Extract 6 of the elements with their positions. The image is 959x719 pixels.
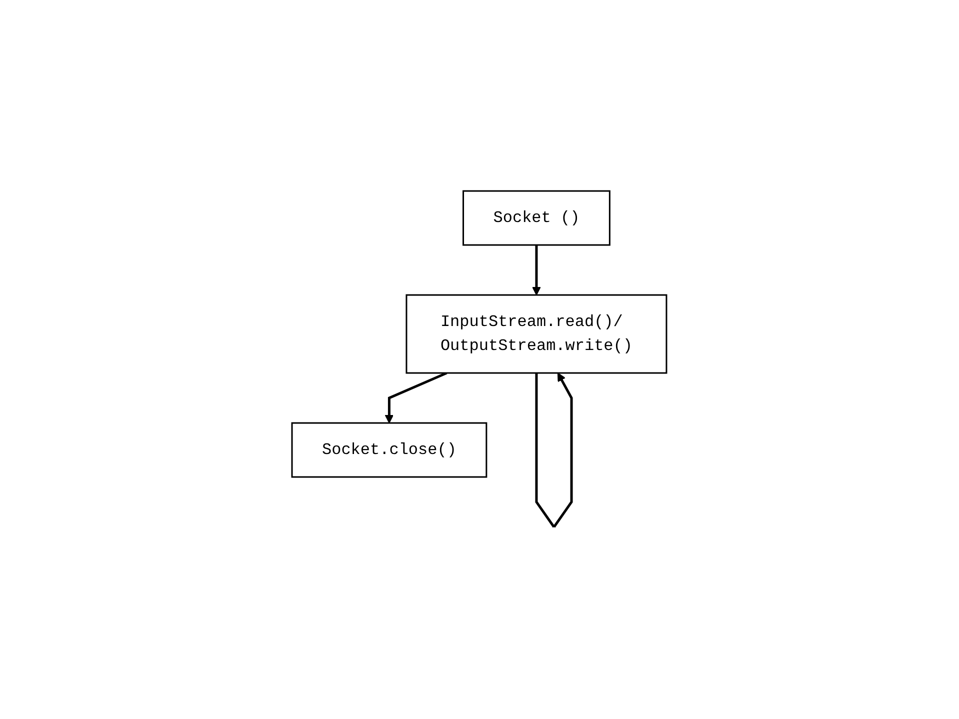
node-box: InputStream.read()/ OutputStream.write() <box>406 294 668 374</box>
node-box: Socket.close() <box>292 422 488 478</box>
arrow <box>535 373 574 528</box>
arrow <box>385 372 448 424</box>
arrow <box>532 245 542 296</box>
node-box: Socket () <box>462 190 611 246</box>
